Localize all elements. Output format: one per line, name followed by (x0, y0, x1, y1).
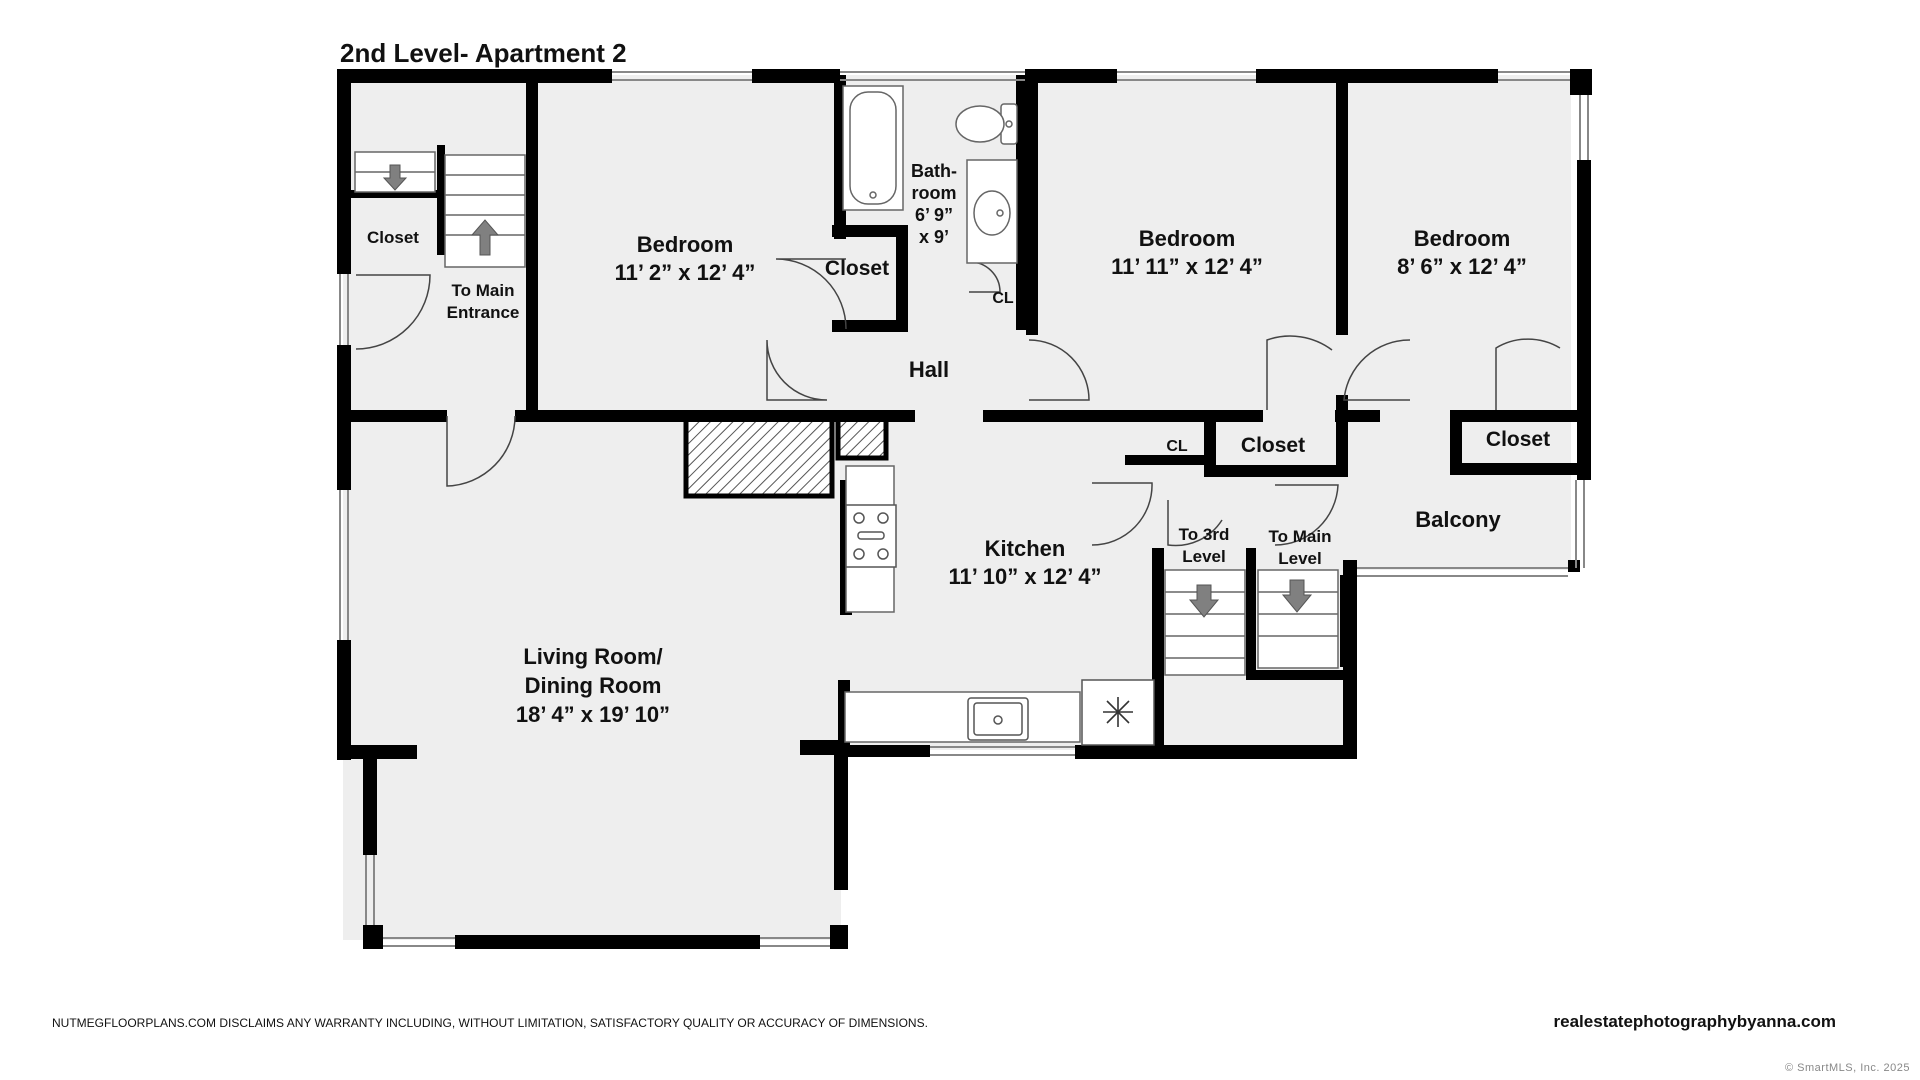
sink-icon (966, 159, 1018, 264)
arrow-up-icon (470, 219, 500, 256)
bathroom-line-2: room (912, 183, 957, 203)
bedroom-3-name: Bedroom (1414, 226, 1511, 251)
website-text: realestatephotographybyanna.com (1553, 1012, 1836, 1031)
to-3rd-level-line-2: Level (1182, 547, 1225, 566)
balcony-label: Balcony (1415, 507, 1501, 532)
stair-arrows (382, 164, 1313, 618)
chimney-small (835, 415, 889, 461)
stove-icon (845, 504, 897, 568)
kitchen-dims: 11’ 10” x 12’ 4” (949, 564, 1102, 589)
bedroom-2-dims: 11’ 11” x 12’ 4” (1111, 254, 1263, 279)
chimney (683, 415, 835, 499)
closet-bedroom-1-label: Closet (825, 257, 889, 280)
bedroom-2-name: Bedroom (1139, 226, 1236, 251)
kitchen-name: Kitchen (985, 536, 1066, 561)
walls (337, 69, 1592, 949)
bathtub-icon (842, 85, 904, 211)
closet-bedroom-3-label: Closet (1486, 428, 1550, 451)
living-room-line-1: Living Room/ (523, 644, 662, 669)
cl-bath-label: CL (992, 290, 1014, 307)
to-main-level-line-1: To Main (1269, 527, 1332, 546)
living-room-line-2: Dining Room (525, 673, 662, 698)
arrow-down-icon (1281, 579, 1313, 613)
to-3rd-level-line-1: To 3rd (1179, 525, 1230, 544)
kitchen-sink-icon (967, 697, 1029, 741)
bathroom-line-3: 6’ 9” (915, 205, 953, 225)
disclaimer-text: NUTMEGFLOORPLANS.COM DISCLAIMS ANY WARRA… (52, 1016, 928, 1030)
arrow-down-icon (1188, 584, 1220, 618)
to-main-level-line-2: Level (1278, 549, 1321, 568)
bedroom-3-dims: 8’ 6” x 12’ 4” (1397, 254, 1527, 279)
closet-left-label: Closet (367, 228, 419, 247)
windows (339, 71, 1589, 947)
bedroom-1-dims: 11’ 2” x 12’ 4” (615, 260, 756, 285)
kitchen-counter-bottom (844, 691, 1081, 743)
bathroom-line-1: Bath- (911, 161, 957, 181)
copyright-text: © SmartMLS, Inc. 2025 (1785, 1062, 1910, 1074)
plan-title: 2nd Level- Apartment 2 (340, 38, 627, 68)
arrow-down-icon (382, 164, 408, 191)
living-room-dims: 18’ 4” x 19’ 10” (516, 702, 670, 727)
to-main-entrance-line-2: Entrance (447, 303, 520, 322)
bathroom-line-4: x 9’ (919, 227, 949, 247)
refrigerator-icon (1081, 679, 1155, 746)
to-main-entrance-line-1: To Main (452, 281, 515, 300)
toilet-icon (955, 103, 1018, 145)
bedroom-1-name: Bedroom (637, 232, 734, 257)
hall-label: Hall (909, 357, 949, 382)
cl-kitchen-label: CL (1166, 438, 1188, 455)
closet-bedroom-2-label: Closet (1241, 434, 1305, 457)
